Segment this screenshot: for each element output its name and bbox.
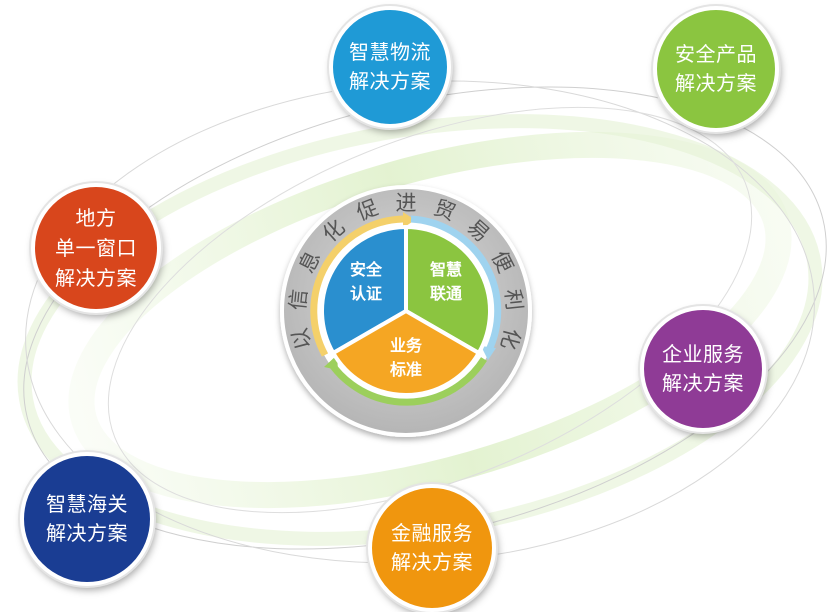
- bubble-financial-services-line-2: 解决方案: [391, 550, 473, 574]
- segment-business-standards-label-2: 标准: [389, 360, 422, 379]
- bubble-financial-services[interactable]: 金融服务 解决方案: [368, 484, 496, 612]
- bubble-local-single-window-line-3: 解决方案: [55, 266, 137, 290]
- segment-smart-connectivity-label-1: 智慧: [430, 260, 462, 279]
- orbit-swoosh-1: [68, 131, 792, 509]
- arrow-head-blue: [481, 346, 496, 360]
- bubble-local-single-window[interactable]: 地方 单一窗口 解决方案: [31, 183, 161, 313]
- bubble-enterprise-services-line-1: 企业服务: [662, 342, 744, 366]
- center-hub: 安全认证智慧联通业务标准 以信息化促进贸易便利化: [280, 185, 532, 437]
- bubble-smart-logistics-line-1: 智慧物流: [349, 40, 431, 64]
- arrow-arc-green: [327, 357, 487, 406]
- segment-security-certification-label-1: 安全: [350, 260, 383, 279]
- arrow-head-yellow: [403, 212, 415, 228]
- bubble-enterprise-services[interactable]: 企业服务 解决方案: [640, 306, 766, 432]
- bubble-smart-customs-line-2: 解决方案: [46, 521, 128, 545]
- ring-char-6: 进: [396, 191, 417, 215]
- bubble-smart-customs[interactable]: 智慧海关 解决方案: [20, 452, 154, 586]
- arrow-arc-yellow: [310, 215, 404, 357]
- bubble-enterprise-services-line-2: 解决方案: [662, 371, 744, 395]
- ring-char-2: 信: [286, 288, 312, 311]
- ring-char-10: 利: [500, 288, 526, 311]
- bubble-smart-customs-line-1: 智慧海关: [46, 492, 128, 516]
- bubble-security-products-line-1: 安全产品: [675, 42, 757, 66]
- arrow-arc-blue: [410, 215, 502, 354]
- segment-business-standards: [330, 308, 482, 397]
- bubble-financial-services-line-1: 金融服务: [391, 521, 473, 545]
- orbit-line-3: [107, 106, 753, 514]
- segment-business-standards-label-1: 业务: [390, 336, 423, 355]
- segment-security-certification-label-2: 认证: [350, 284, 382, 303]
- bubble-smart-logistics[interactable]: 智慧物流 解决方案: [329, 6, 451, 128]
- bubble-security-products-line-2: 解决方案: [675, 71, 757, 95]
- bubble-local-single-window-line-2: 单一窗口: [55, 236, 137, 260]
- bubble-local-single-window-line-1: 地方: [75, 206, 117, 230]
- bubble-smart-logistics-line-2: 解决方案: [349, 69, 431, 93]
- segment-smart-connectivity-label-2: 联通: [430, 284, 462, 303]
- bubble-security-products[interactable]: 安全产品 解决方案: [653, 6, 779, 132]
